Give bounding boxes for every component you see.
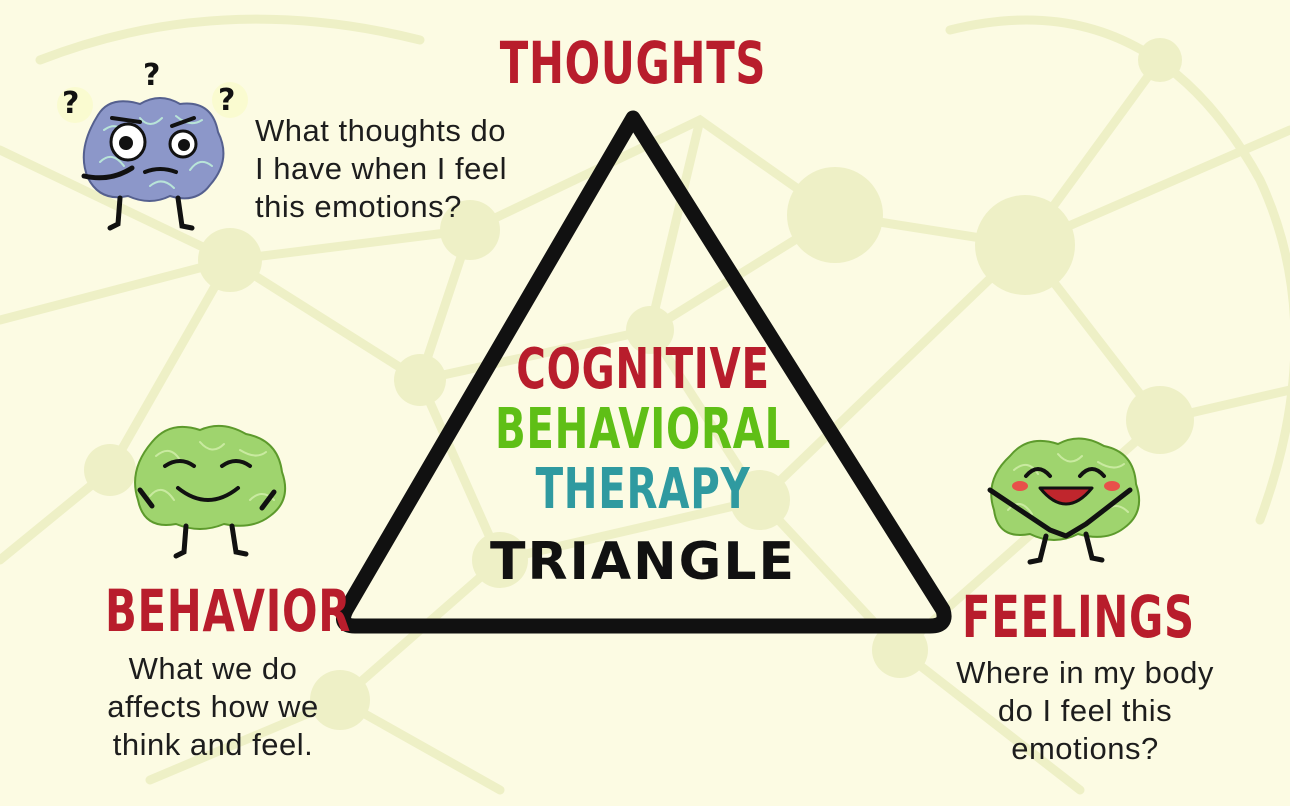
thoughts-title: THOUGHTS [499, 29, 767, 97]
center-line-behavioral: BEHAVIORAL [494, 397, 792, 462]
thoughts-description: What thoughts do I have when I feel this… [255, 112, 565, 226]
center-line-cognitive: COGNITIVE [516, 337, 770, 402]
thoughts-line-3: this emotions? [255, 189, 462, 224]
feelings-title: FEELINGS [962, 583, 1195, 651]
feelings-line-3: emotions? [1011, 731, 1159, 766]
behavior-line-1: What we do [128, 651, 298, 686]
center-line-triangle: TRIANGLE [490, 532, 796, 592]
svg-text:?: ? [143, 58, 160, 93]
behavior-line-3: think and feel. [112, 727, 314, 762]
feelings-line-2: do I feel this [997, 693, 1173, 728]
thoughts-line-2: I have when I feel [255, 151, 507, 186]
feelings-line-1: Where in my body [956, 655, 1214, 690]
feelings-description: Where in my body do I feel this emotions… [925, 654, 1245, 768]
behavior-description: What we do affects how we think and feel… [63, 650, 363, 764]
svg-text:?: ? [62, 86, 79, 121]
behavior-title: BEHAVIOR [104, 577, 352, 645]
behavior-line-2: affects how we [107, 689, 319, 724]
center-line-therapy: THERAPY [535, 457, 751, 522]
svg-text:?: ? [218, 83, 235, 118]
thoughts-line-1: What thoughts do [255, 113, 506, 148]
question-mark-icon: ? ? ? [57, 58, 248, 123]
